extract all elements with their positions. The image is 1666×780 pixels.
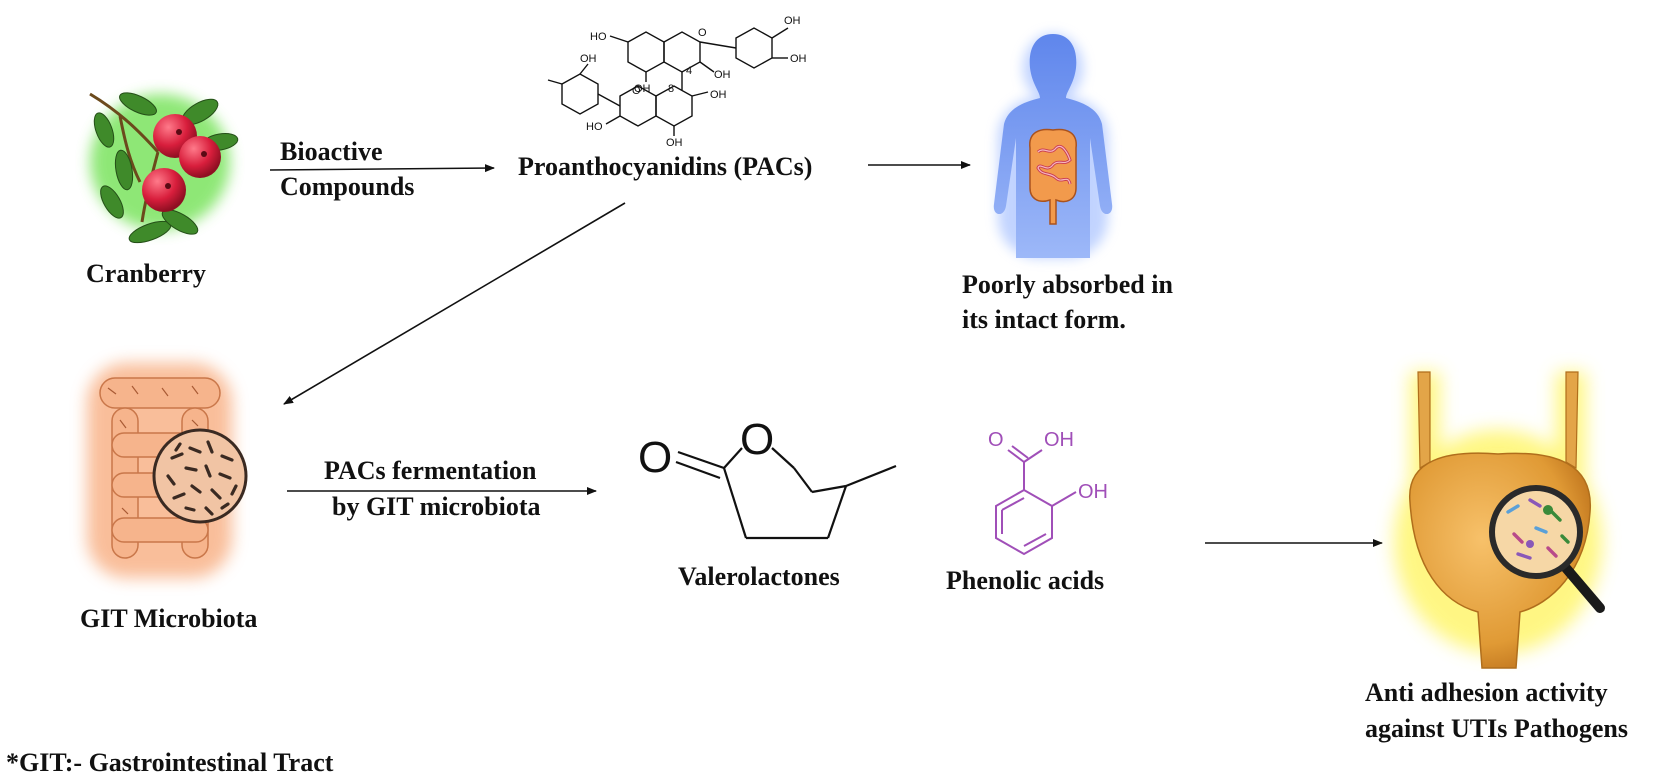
label-bioactive-line1: Bioactive	[280, 137, 383, 166]
phenolic-label-oh-2: OH	[1078, 481, 1108, 503]
footnote-git-definition: *GIT:- Gastrointestinal Tract	[6, 748, 334, 777]
gut-microbiota-icon	[87, 363, 248, 578]
mol-label-ho-2: HO	[586, 121, 603, 133]
valerolactone-oxygen-carbonyl: O	[638, 433, 672, 482]
cranberry-icon	[89, 92, 239, 244]
label-poorly-absorbed-line2: its intact form.	[962, 305, 1126, 334]
mol-label-oh-2: OH	[790, 53, 807, 65]
mol-label-oh-1: OH	[784, 15, 801, 27]
label-pacs: Proanthocyanidins (PACs)	[518, 152, 813, 181]
label-git-microbiota: GIT Microbiota	[80, 604, 258, 633]
phenolic-label-o: O	[988, 429, 1004, 451]
phenolic-label-oh-1: OH	[1044, 429, 1074, 451]
label-anti-adhesion-line1: Anti adhesion activity	[1365, 678, 1608, 707]
phenolic-acid-structure: O OH OH	[988, 429, 1108, 556]
label-bioactive-line2: Compounds	[280, 172, 415, 201]
mol-label-oh-4: OH	[634, 83, 651, 95]
intestine-icon	[1029, 128, 1077, 225]
magnifier-icon	[1489, 485, 1605, 613]
label-fermentation-line2: by GIT microbiota	[332, 492, 541, 521]
label-valerolactones: Valerolactones	[678, 562, 840, 591]
valerolactone-oxygen-ring: O	[740, 415, 774, 464]
label-fermentation-line1: PACs fermentation	[324, 456, 537, 485]
arrow-cranberry-to-pacs	[269, 164, 495, 173]
label-anti-adhesion-line2: against UTIs Pathogens	[1365, 714, 1628, 743]
mol-label-oh-3: OH	[714, 69, 731, 81]
label-poorly-absorbed-line1: Poorly absorbed in	[962, 270, 1173, 299]
arrow-pacs-to-microbiota	[283, 202, 626, 405]
mol-label-8: 8	[668, 83, 674, 95]
proanthocyanidin-structure: HO O OH OH OH OH 4 8 OH O OH HO OH	[547, 15, 807, 149]
mol-label-oh-5: OH	[580, 53, 597, 65]
mol-label-o-1: O	[698, 27, 707, 39]
label-cranberry: Cranberry	[86, 259, 206, 288]
mol-label-o-2: O	[632, 85, 641, 97]
mol-label-oh-6: OH	[710, 89, 727, 101]
valerolactone-structure: O O	[638, 415, 897, 540]
bladder-icon	[1394, 371, 1605, 669]
mol-label-4: 4	[686, 65, 692, 77]
label-phenolic-acids: Phenolic acids	[946, 566, 1105, 595]
mol-label-ho-1: HO	[590, 31, 607, 43]
human-body-icon	[993, 34, 1113, 258]
mol-label-oh-7: OH	[666, 137, 683, 149]
